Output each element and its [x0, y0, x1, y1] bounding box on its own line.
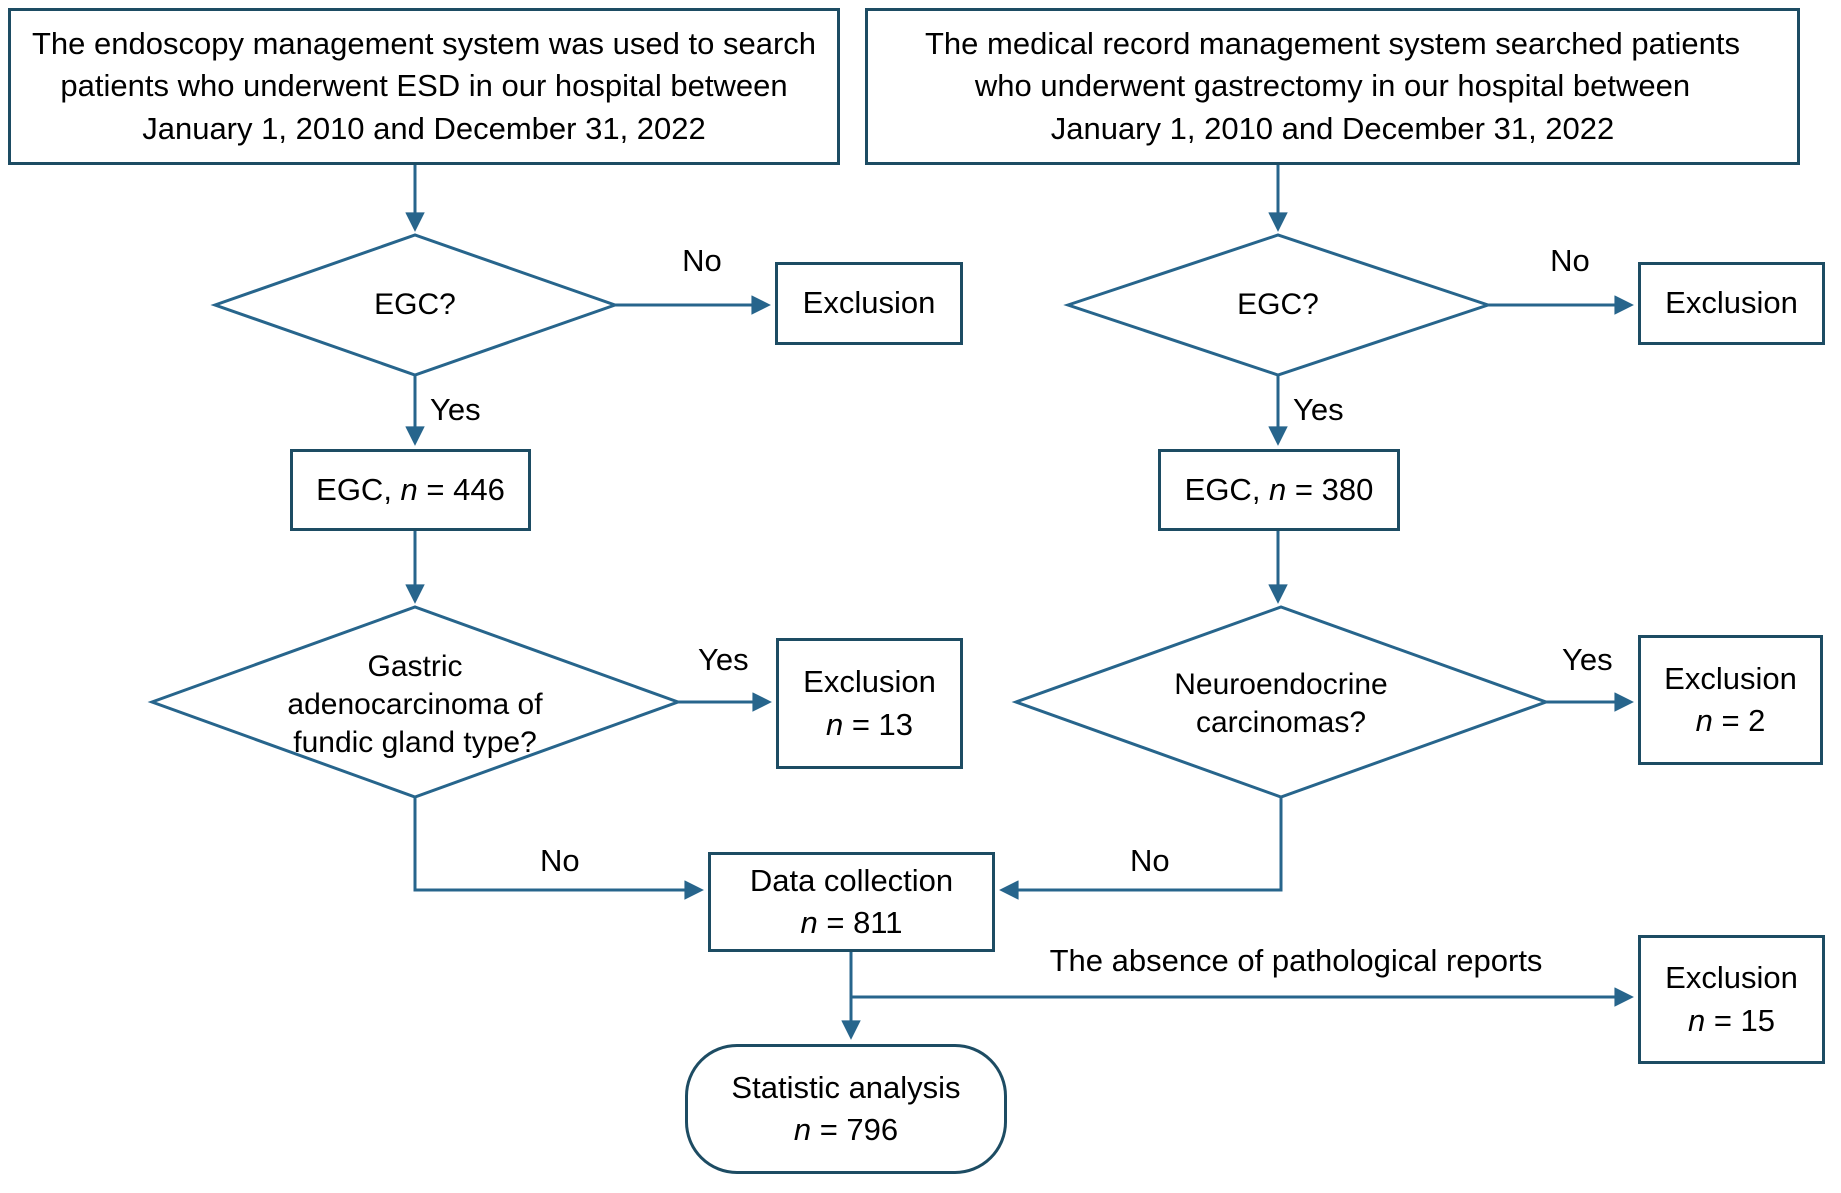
- left-egc-exclusion-box: Exclusion: [775, 262, 963, 345]
- left-type-yes-label: Yes: [698, 642, 749, 677]
- count-var: n: [800, 905, 818, 940]
- right-type-no-label: No: [1130, 843, 1170, 878]
- right-egc-yes-label: Yes: [1293, 392, 1344, 427]
- count-prefix: EGC,: [1184, 471, 1270, 507]
- count-value: = 15: [1705, 1002, 1776, 1038]
- exclusion-count-text: n = 13: [826, 704, 913, 746]
- exclusion-label: Exclusion: [1664, 660, 1797, 696]
- right-egc-no-label: No: [1550, 243, 1590, 278]
- statistic-analysis-box: Statistic analysis n = 796: [685, 1044, 1007, 1174]
- count-var: n: [400, 471, 418, 507]
- data-collection-label: Data collection: [749, 862, 954, 898]
- data-collection-count-text: n = 811: [800, 902, 902, 944]
- left-egc-count-box: EGC, n = 446: [290, 449, 531, 531]
- count-value: = 446: [417, 471, 505, 507]
- right-type-yes-label: Yes: [1562, 642, 1613, 677]
- left-egc-count-text: EGC, n = 446: [316, 469, 505, 511]
- count-var: n: [793, 1112, 812, 1147]
- left-source-text: The endoscopy management system was used…: [31, 26, 817, 146]
- left-type-diamond: [147, 605, 683, 799]
- exclusion-count-text: n = 2: [1696, 700, 1766, 742]
- right-source-text: The medical record management system sea…: [924, 26, 1740, 146]
- data-collection-box: Data collection n = 811: [708, 852, 995, 952]
- count-prefix: EGC,: [316, 471, 401, 507]
- left-source-box: The endoscopy management system was used…: [8, 8, 840, 165]
- right-egc-exclusion-box: Exclusion: [1638, 262, 1825, 345]
- left-egc-no-label: No: [682, 243, 722, 278]
- pathology-exclusion-box: Exclusion n = 15: [1638, 935, 1825, 1064]
- right-egc-count-text: EGC, n = 380: [1185, 469, 1374, 511]
- statistic-analysis-label: Statistic analysis: [731, 1069, 961, 1105]
- right-type-exclusion-box: Exclusion n = 2: [1638, 635, 1823, 765]
- right-egc-diamond: [1063, 233, 1493, 377]
- count-value: = 380: [1286, 471, 1374, 507]
- right-source-box: The medical record management system sea…: [865, 8, 1800, 165]
- right-egc-count-box: EGC, n = 380: [1158, 449, 1400, 531]
- left-type-no-label: No: [540, 843, 580, 878]
- count-value: = 811: [817, 905, 903, 940]
- left-egc-yes-label: Yes: [430, 392, 481, 427]
- exclusion-label: Exclusion: [1665, 285, 1798, 321]
- count-value: = 13: [843, 706, 914, 742]
- right-type-no-arrow: [999, 797, 1283, 900]
- count-var: n: [1695, 703, 1713, 738]
- pathology-note-label: The absence of pathological reports: [1049, 943, 1543, 978]
- left-egc-diamond: [210, 233, 620, 377]
- count-value: = 796: [811, 1112, 899, 1147]
- exclusion-label: Exclusion: [802, 285, 936, 321]
- left-type-no-arrow: [413, 797, 704, 900]
- left-type-exclusion-box: Exclusion n = 13: [776, 638, 963, 769]
- statistic-analysis-count-text: n = 796: [794, 1109, 898, 1151]
- count-value: = 2: [1712, 703, 1766, 738]
- right-type-diamond: [1011, 605, 1551, 799]
- exclusion-count-text: n = 15: [1688, 1000, 1775, 1042]
- count-var: n: [825, 706, 844, 742]
- count-var: n: [1687, 1002, 1706, 1038]
- exclusion-label: Exclusion: [1665, 960, 1798, 996]
- count-var: n: [1269, 471, 1287, 507]
- exclusion-label: Exclusion: [803, 664, 936, 700]
